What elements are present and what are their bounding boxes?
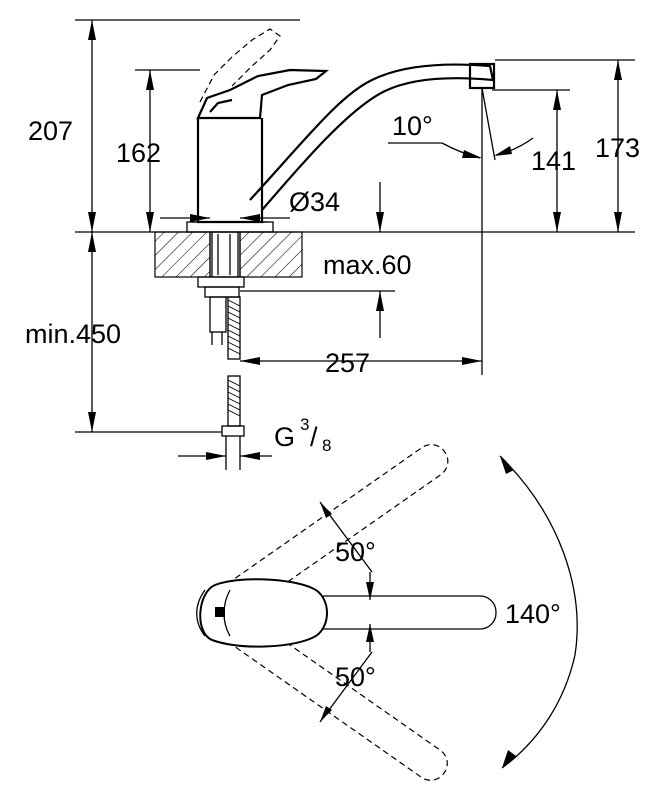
countertop-section-right — [239, 231, 303, 278]
label-thread-slash: / — [310, 422, 318, 452]
lever-raised-outline — [199, 28, 281, 103]
label-upper-angle: 50° — [335, 537, 376, 567]
side-elevation: 207 162 173 141 10° Ø34 max.60 min.450 2… — [25, 19, 640, 470]
faucet-body — [196, 118, 264, 224]
lever-handle — [196, 68, 330, 120]
rotation-arc-140 — [499, 455, 578, 769]
label-lower-angle: 50° — [335, 662, 376, 692]
label-spout-height: 173 — [595, 133, 640, 163]
inlet-connector — [209, 296, 227, 333]
label-overall-height: 207 — [28, 116, 73, 146]
label-spout-angle: 10° — [392, 111, 433, 141]
lever-plan-logo — [215, 607, 225, 617]
label-max-counter: max.60 — [323, 250, 412, 280]
mounting-nut — [197, 276, 245, 288]
label-lever-height: 162 — [116, 138, 161, 168]
label-base-diameter: Ø34 — [289, 187, 340, 217]
plan-view: 50° 50° 140° — [196, 443, 578, 781]
flex-hose-upper — [227, 296, 241, 360]
label-spout-outlet-height: 141 — [531, 146, 576, 176]
label-total-angle: 140° — [505, 599, 561, 629]
label-thread-num: 3 — [300, 415, 309, 434]
label-min-hose: min.450 — [25, 319, 121, 349]
label-thread-letter: G — [274, 422, 295, 452]
label-thread-den: 8 — [322, 436, 331, 455]
mounting-shank — [211, 231, 239, 278]
hose-end-fitting — [221, 425, 245, 437]
countertop-section-left — [154, 231, 211, 278]
spout — [249, 63, 495, 211]
lever-plan — [199, 578, 328, 648]
label-spout-reach: 257 — [325, 348, 370, 378]
